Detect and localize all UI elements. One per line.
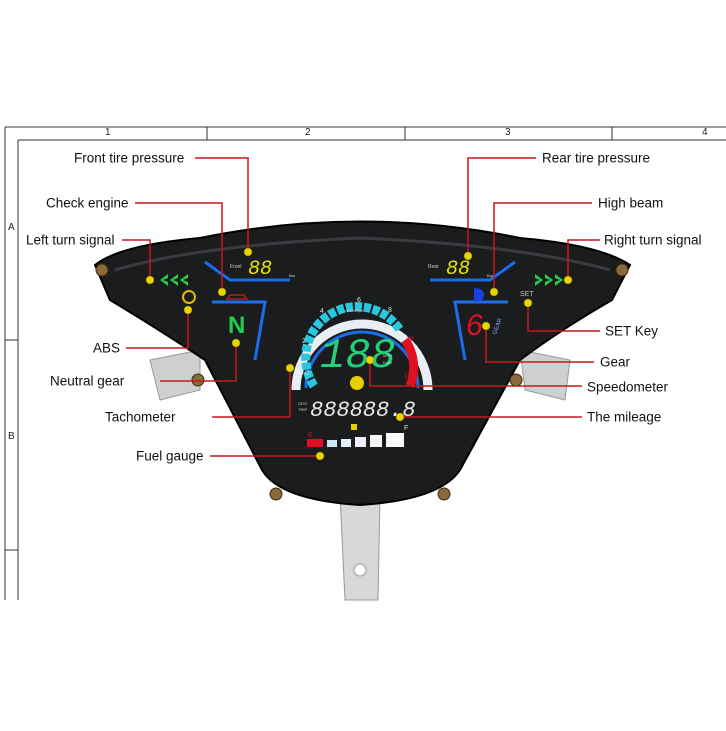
fuel-full-label: F [404,425,408,432]
label-gear: Gear [600,354,631,370]
speed-unit-kmh: Km/h [383,360,392,365]
label-set-key: SET Key [605,323,659,339]
front-tire-label: Front [230,264,242,270]
label-tachometer: Tachometer [105,409,176,425]
label-speedometer: Speedometer [587,379,669,395]
grid-col-3: 3 [505,127,511,138]
high-beam-icon [474,288,484,302]
grid-col-4: 4 [702,127,708,138]
label-high-beam: High beam [598,195,664,211]
drawing-frame [4,126,726,600]
front-tire-unit: Bar [289,273,296,278]
tachometer-gauge: 0 2 4 6 8 10 12 x1000Rpm [291,297,433,391]
grid-col-1: 1 [105,127,111,138]
check-engine-icon [225,294,249,300]
speed-value: 188 [320,332,396,380]
mount-bracket [339,494,381,601]
neutral-indicator: N [228,312,245,339]
front-tire-value: 88 [248,258,272,281]
fuel-pump-icon [351,424,357,430]
tach-tick-0: 0 [305,370,309,377]
label-neutral-gear: Neutral gear [50,373,125,389]
label-abs: ABS [93,340,121,356]
fuel-empty-label: E [308,432,313,439]
set-key-label: SET [520,291,534,298]
label-front-tire-pressure: Front tire pressure [74,150,185,166]
speed-unit-mph: MPH [383,353,392,358]
gear-label: GEAR [492,317,504,336]
blue-trim [204,260,516,361]
rear-tire-unit: Bar [487,273,494,278]
tach-tick-6: 6 [357,297,361,304]
left-bracket [149,349,201,401]
label-rear-tire-pressure: Rear tire pressure [542,150,651,166]
screws [95,263,629,501]
callout-lines [122,157,600,457]
grid-row-a: A [8,222,15,233]
trip-label: TRIP [298,407,307,412]
tach-tick-8: 8 [388,307,392,314]
tach-unit: x1000Rpm [344,308,364,313]
gear-value: 6 [466,309,483,342]
label-right-turn-signal: Right turn signal [604,232,702,248]
tach-tick-10: 10 [406,336,414,343]
label-mileage: The mileage [587,409,662,425]
label-fuel-gauge: Fuel gauge [136,448,204,464]
left-turn-signal-icon [160,274,188,286]
callout-dots [145,247,573,461]
label-check-engine: Check engine [46,195,129,211]
tach-tick-4: 4 [320,308,324,315]
label-left-turn-signal: Left turn signal [26,232,115,248]
logo-emblem [350,376,364,390]
right-bracket [519,349,571,401]
grid-col-2: 2 [305,127,311,138]
rear-tire-label: Rear [428,264,439,270]
right-turn-signal-icon [535,274,563,286]
abs-icon [182,290,196,304]
tach-tick-12: 12 [404,373,412,380]
tach-tick-2: 2 [302,338,306,345]
rear-tire-value: 88 [446,258,470,281]
grid-row-b: B [8,431,15,442]
odo-label: ODO [298,401,307,406]
fuel-gauge: E F [307,424,408,447]
